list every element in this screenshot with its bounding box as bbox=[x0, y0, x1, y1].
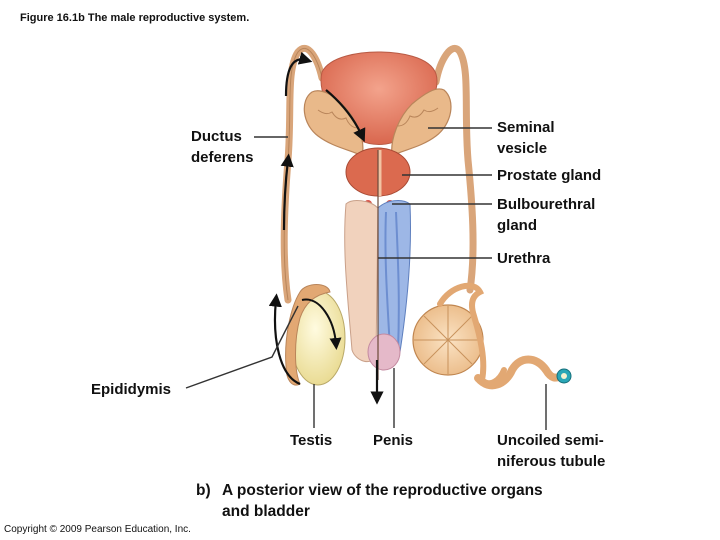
label-bulbourethral-gland: Bulbourethral gland bbox=[497, 196, 596, 234]
ductus-deferens-left-outline bbox=[283, 47, 323, 301]
path-arrow-ampulla bbox=[325, 89, 366, 143]
leader-epididymis bbox=[185, 305, 299, 389]
path-arrow-ductus-top bbox=[284, 51, 313, 97]
label-prostate-gland: Prostate gland bbox=[497, 167, 602, 184]
label-seminal-vesicle: Seminal vesicle bbox=[497, 119, 555, 157]
label-epididymis: Epididymis bbox=[91, 381, 172, 398]
label-urethra: Urethra bbox=[497, 250, 551, 267]
path-arrow-ductus-ascending bbox=[280, 153, 294, 231]
label-testis: Testis bbox=[290, 432, 333, 449]
ductus-deferens-right bbox=[432, 45, 477, 294]
uncoiled-tubule bbox=[474, 355, 566, 390]
label-ductus-deferens: Ductus deferens bbox=[191, 128, 254, 166]
penis-corpus-left bbox=[344, 200, 379, 363]
path-arrow-testis bbox=[301, 298, 342, 350]
glans bbox=[367, 333, 401, 371]
caption-line-2: and bladder bbox=[222, 503, 310, 520]
caption-prefix: b) bbox=[196, 482, 211, 499]
label-penis: Penis bbox=[373, 432, 414, 449]
caption-line-1: A posterior view of the reproductive org… bbox=[222, 482, 543, 499]
caption: A posterior view of the reproductive org… bbox=[222, 480, 543, 522]
label-uncoiled-tubule: Uncoiled semi- niferous tubule bbox=[497, 432, 606, 470]
copyright: Copyright © 2009 Pearson Education, Inc. bbox=[4, 524, 191, 535]
path-arrow-epididymis bbox=[268, 293, 301, 386]
figure-title: Figure 16.1b The male reproductive syste… bbox=[20, 12, 250, 24]
